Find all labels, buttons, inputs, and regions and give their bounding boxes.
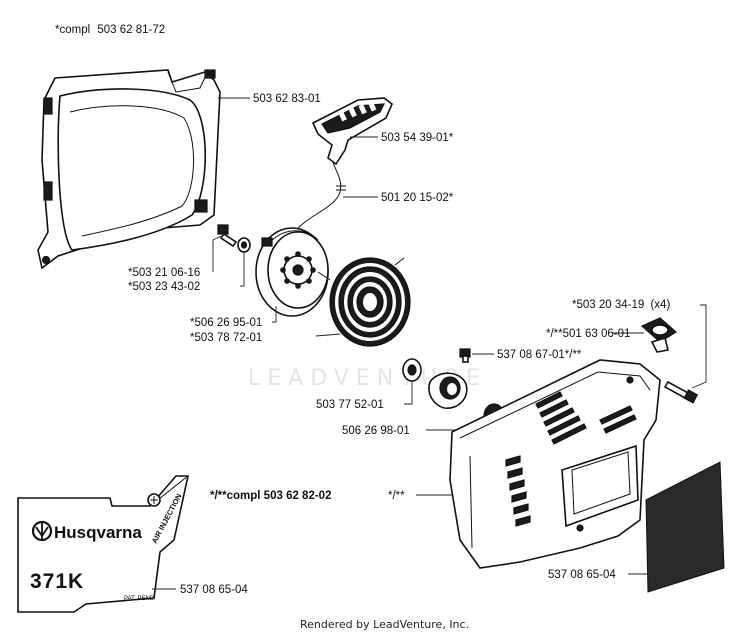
cover-decal-part: [645, 461, 725, 593]
husqvarna-logo-icon: [31, 520, 53, 542]
starter-pulley-part: [255, 227, 329, 317]
leader-pulley-a: [272, 306, 277, 323]
leader-screw-a: [212, 235, 222, 272]
assembly-header: *compl 503 62 81-72: [55, 24, 165, 36]
label-small-screw: 537 08 67-01*/**: [497, 349, 582, 361]
fan-housing-part: [37, 69, 221, 270]
label-handle: 503 54 39-01*: [381, 132, 454, 144]
label-screw-b-qty: (x4): [650, 299, 670, 311]
decal-pat: PAT. PEND.: [124, 596, 156, 602]
screw-a-part: [217, 224, 238, 248]
decal-brand: Husqvarna: [54, 523, 142, 542]
label-pulley-a: *506 26 95-01: [190, 317, 262, 329]
label-spring-a: *503 78 72-01: [190, 332, 262, 344]
spool-part: [402, 358, 468, 409]
cover-vents: [535, 391, 637, 445]
husqvarna-decal-part: Husqvarna AIR INJECTION 371K PAT. PEND.: [17, 475, 189, 613]
cover-grille: [505, 455, 531, 527]
label-washer-a: *503 23 43-02: [128, 281, 200, 293]
bushing-part: [640, 317, 678, 353]
label-cover-compl: */**compl 503 62 82-02: [210, 490, 331, 502]
footer-credit: Rendered by LeadVenture, Inc.: [300, 618, 469, 631]
label-decal-right: 537 08 65-04: [548, 569, 616, 581]
label-cover: */**: [388, 490, 405, 502]
washer-a-part: [237, 237, 251, 253]
starter-cover-part: [449, 359, 661, 569]
label-rope: 501 20 15-02*: [381, 192, 454, 204]
recoil-spring-part: [317, 257, 411, 347]
label-screw-b-number: *503 20 34-19: [572, 299, 644, 311]
label-pawl: 506 26 98-01: [342, 425, 410, 437]
label-bushing: */**501 63 06-01: [546, 328, 630, 340]
label-decal-left: 537 08 65-04: [180, 584, 248, 596]
starter-handle-part: [311, 97, 393, 166]
small-screw-part: [459, 348, 471, 363]
leader-spool: [404, 381, 413, 405]
label-screw-a: *503 21 06-16: [128, 267, 200, 279]
leader-spring-a: [315, 333, 341, 337]
leader-screw-b: [691, 304, 707, 389]
assembly-header-number: 503 62 81-72: [97, 24, 165, 36]
label-fan-housing: 503 62 83-01: [253, 93, 321, 105]
leader-washer-a: [240, 252, 245, 287]
assembly-header-prefix: *compl: [55, 24, 90, 36]
screw-b-part: [663, 380, 699, 404]
label-screw-b: *503 20 34-19 (x4): [572, 299, 670, 311]
label-spool: 503 77 52-01: [316, 399, 384, 411]
decal-model: 371K: [30, 570, 84, 593]
